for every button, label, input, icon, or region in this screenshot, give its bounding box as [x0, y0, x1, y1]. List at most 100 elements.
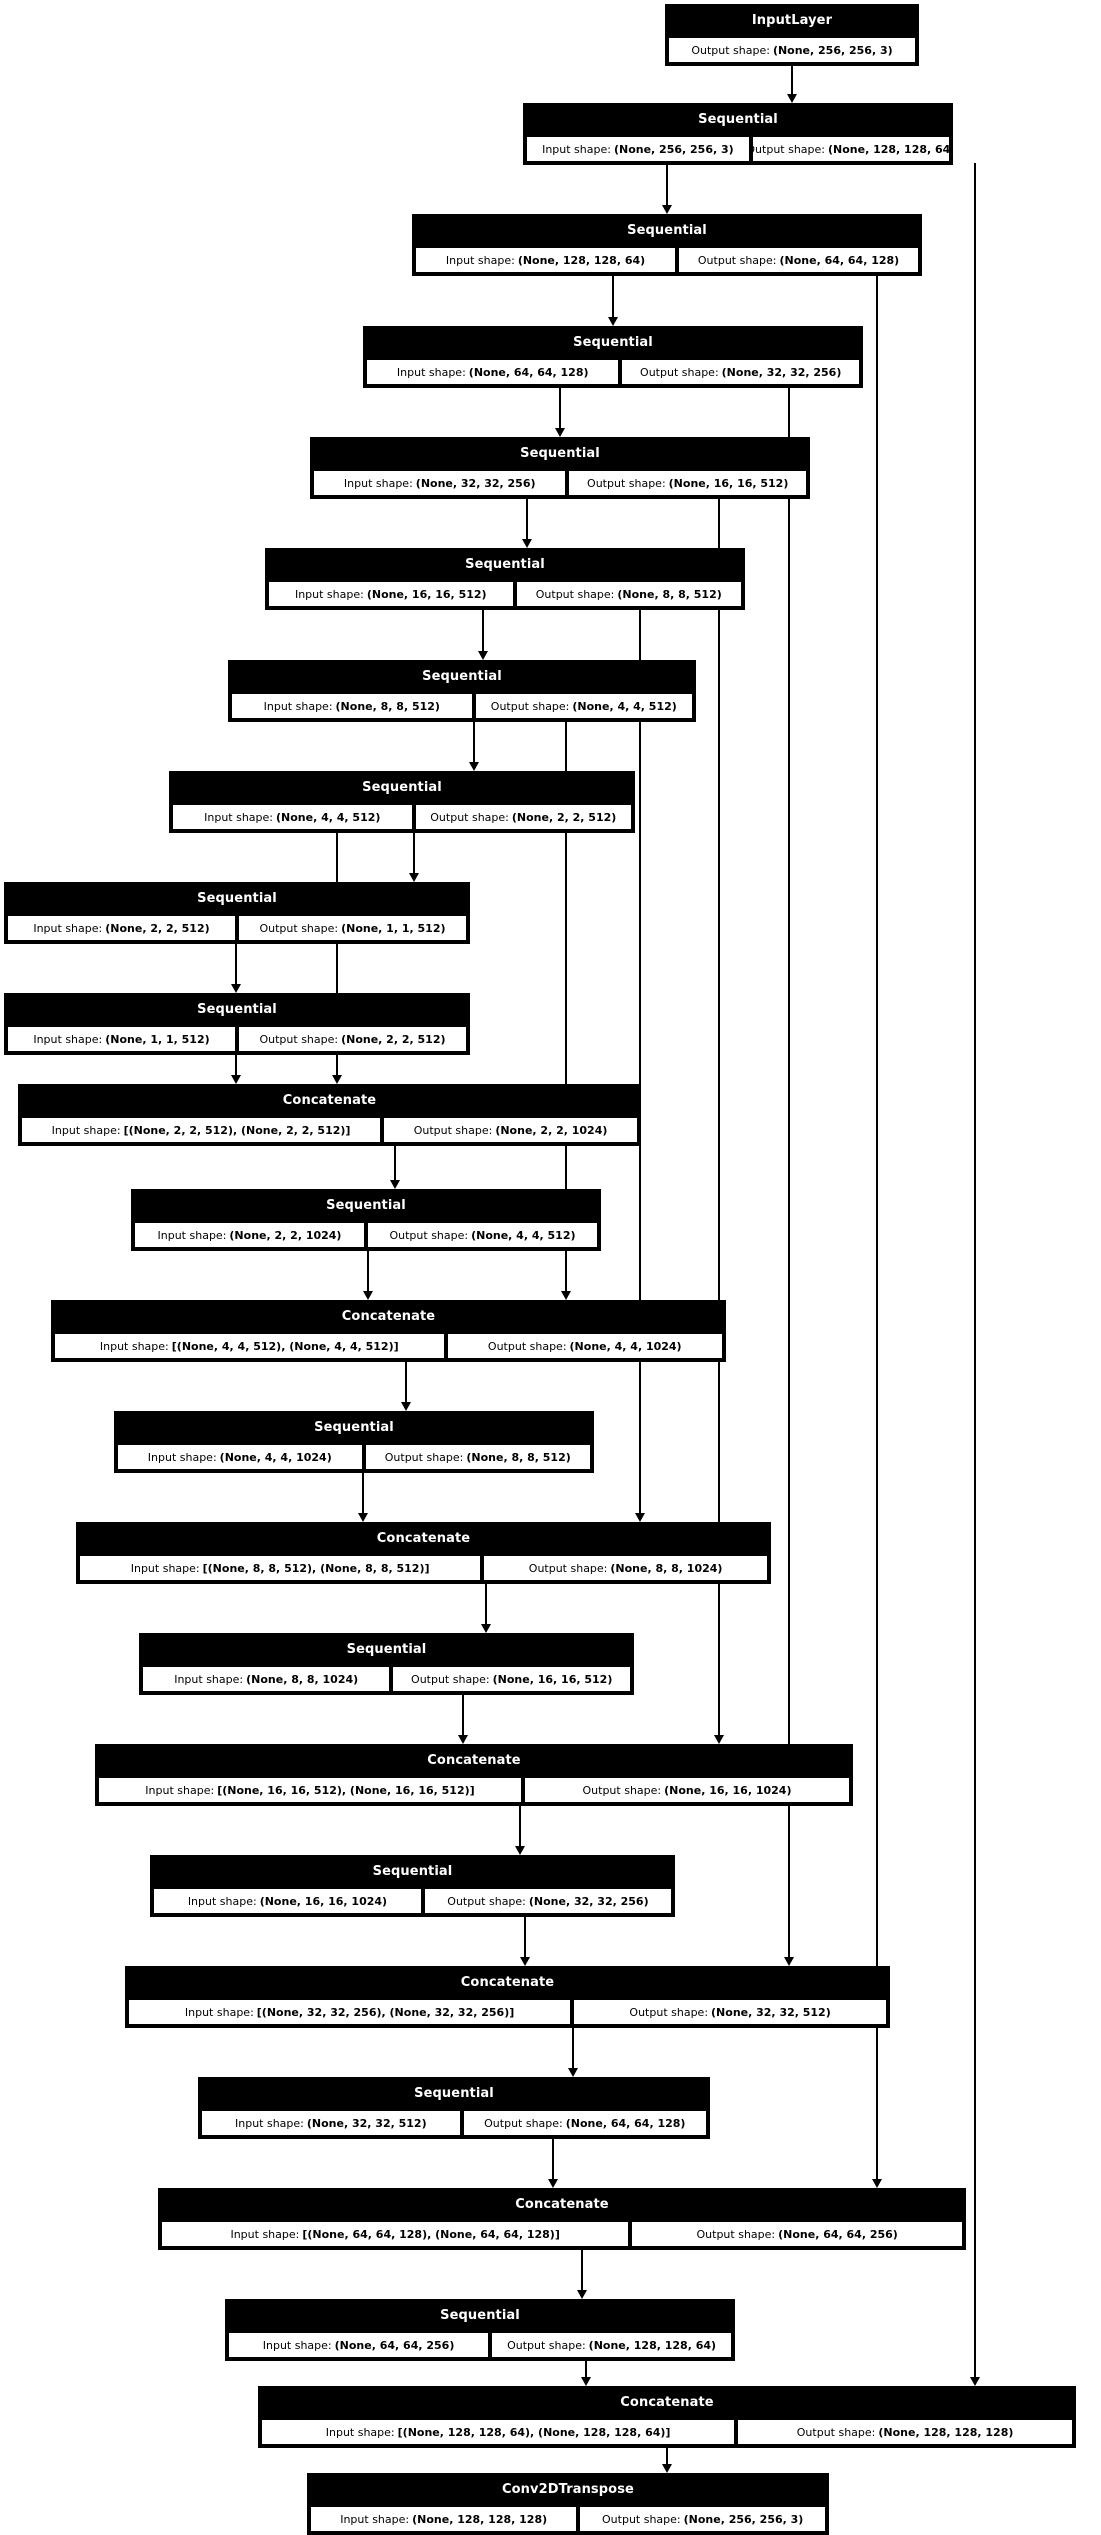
edge-n10-to-n11 [394, 1144, 396, 1180]
node-shape-row: Input shape:(None, 4, 4, 1024)Output sha… [116, 1443, 592, 1471]
node-output-shape: Output shape:(None, 64, 64, 128) [461, 2109, 708, 2137]
edge-n18-to-n19 [572, 2026, 574, 2068]
node-shape-row: Input shape:[(None, 8, 8, 512), (None, 8… [78, 1554, 769, 1582]
edge-n10-to-n11-arrowhead [390, 1180, 400, 1189]
edge-n0-to-n1 [791, 64, 793, 94]
node-shape-row: Input shape:(None, 8, 8, 512)Output shap… [230, 692, 694, 720]
node-shape-row: Input shape:(None, 64, 64, 128)Output sh… [365, 358, 861, 386]
edge-n17-to-n18 [524, 1915, 526, 1957]
node-shape-row: Input shape:[(None, 32, 32, 256), (None,… [127, 1998, 888, 2026]
edge-n2-to-n3 [612, 274, 614, 317]
skip-edge-n7-to-n10-arrowhead [332, 1075, 342, 1084]
edge-n19-to-n20-arrowhead [548, 2179, 558, 2188]
node-type-label: Sequential [312, 439, 808, 469]
node-type-label: Conv2DTranspose [309, 2475, 827, 2505]
skip-edge-n4-to-n16-arrowhead [714, 1735, 724, 1744]
node-input-shape: Input shape:(None, 8, 8, 512) [230, 692, 474, 720]
node-output-shape: Output shape:(None, 16, 16, 512) [567, 469, 808, 497]
node-input-shape: Input shape:(None, 256, 256, 3) [525, 135, 751, 163]
node-shape-row: Input shape:[(None, 64, 64, 128), (None,… [160, 2220, 964, 2248]
node-output-shape: Output shape:(None, 4, 4, 512) [473, 692, 694, 720]
node-type-label: Sequential [152, 1857, 673, 1887]
node-input-shape: Input shape:(None, 16, 16, 1024) [152, 1887, 423, 1915]
node-type-label: Sequential [414, 216, 920, 246]
node-shape-row: Input shape:(None, 8, 8, 1024)Output sha… [141, 1665, 632, 1693]
edge-n14-to-n15-arrowhead [481, 1624, 491, 1633]
edge-n11-to-n12 [367, 1249, 369, 1291]
node-input-shape: Input shape:(None, 16, 16, 512) [267, 580, 515, 608]
node-type-label: Sequential [227, 2301, 733, 2331]
node-output-shape: Output shape:(None, 256, 256, 3) [667, 36, 917, 64]
node-input-shape: Input shape:(None, 32, 32, 256) [312, 469, 568, 497]
edge-n13-to-n14-arrowhead [358, 1513, 368, 1522]
node-output-shape: Output shape:(None, 8, 8, 512) [363, 1443, 592, 1471]
node-output-shape: Output shape:(None, 2, 2, 512) [413, 803, 633, 831]
skip-edge-n3-to-n18 [788, 386, 790, 1957]
edge-n20-to-n21 [581, 2248, 583, 2290]
node-input-shape: Input shape:(None, 8, 8, 1024) [141, 1665, 392, 1693]
edge-n3-to-n4-arrowhead [555, 428, 565, 437]
edge-n8-to-n9 [235, 942, 237, 984]
node-type-label: Sequential [6, 884, 468, 914]
node-shape-row: Input shape:(None, 32, 32, 512)Output sh… [200, 2109, 708, 2137]
edge-n9-to-n10 [235, 1053, 237, 1075]
node-type-label: Concatenate [78, 1524, 769, 1554]
edge-n6-to-n7 [473, 720, 475, 762]
edge-n18-to-n19-arrowhead [568, 2068, 578, 2077]
node-output-shape: Output shape:(None, 64, 64, 128) [677, 246, 920, 274]
node-output-shape: Output shape:(None, 16, 16, 512) [391, 1665, 632, 1693]
node-output-shape: Output shape:(None, 32, 32, 256) [620, 358, 861, 386]
edge-n0-to-n1-arrowhead [787, 94, 797, 103]
skip-edge-n4-to-n16 [718, 497, 720, 1735]
skip-edge-n1-to-n22 [974, 163, 976, 2377]
edge-n4-to-n5 [526, 497, 528, 539]
node-input-shape: Input shape:[(None, 2, 2, 512), (None, 2… [20, 1116, 383, 1144]
node-type-label: Sequential [230, 662, 694, 692]
edge-n12-to-n13 [405, 1360, 407, 1402]
skip-edge-n3-to-n18-arrowhead [784, 1957, 794, 1966]
node-shape-row: Input shape:(None, 128, 128, 64)Output s… [414, 246, 920, 274]
node-shape-row: Input shape:(None, 16, 16, 1024)Output s… [152, 1887, 673, 1915]
node-shape-row: Input shape:(None, 256, 256, 3)Output sh… [525, 135, 951, 163]
node-shape-row: Input shape:(None, 2, 2, 1024)Output sha… [133, 1221, 599, 1249]
edge-n16-to-n17-arrowhead [515, 1846, 525, 1855]
node-output-shape: Output shape:(None, 64, 64, 256) [630, 2220, 964, 2248]
node-input-shape: Input shape:(None, 1, 1, 512) [6, 1025, 237, 1053]
node-input-shape: Input shape:(None, 4, 4, 512) [171, 803, 414, 831]
skip-edge-n7-to-n10 [336, 831, 338, 1075]
edge-n16-to-n17 [519, 1804, 521, 1846]
edge-n21-to-n22-arrowhead [581, 2377, 591, 2386]
node-shape-row: Input shape:(None, 128, 128, 128)Output … [309, 2505, 827, 2533]
edge-n9-to-n10-arrowhead [231, 1075, 241, 1084]
node-output-shape: Output shape:(None, 128, 128, 128) [736, 2418, 1074, 2446]
node-input-shape: Input shape:[(None, 16, 16, 512), (None,… [97, 1776, 523, 1804]
node-output-shape: Output shape:(None, 256, 256, 3) [578, 2505, 827, 2533]
node-type-label: Concatenate [53, 1302, 724, 1332]
edge-n21-to-n22 [585, 2359, 587, 2377]
edge-n15-to-n16 [462, 1693, 464, 1735]
